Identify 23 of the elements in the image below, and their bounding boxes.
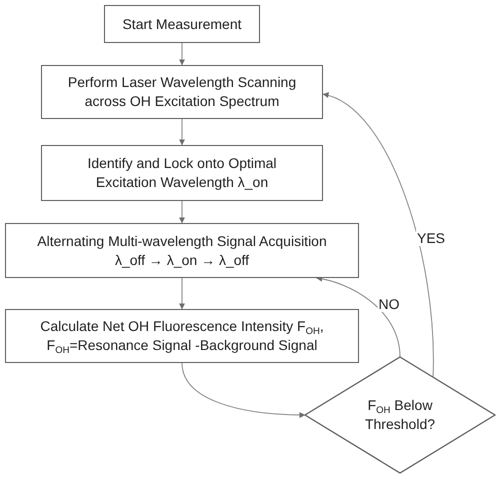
node-text: λ_off → λ_on → λ_off <box>114 250 250 270</box>
arrow <box>322 93 434 378</box>
arrow <box>179 42 185 66</box>
process-box <box>5 309 359 363</box>
node-text: Perform Laser Wavelength Scanning across OH Excitation Spectrum <box>66 73 298 111</box>
edge-label: NO <box>378 296 400 312</box>
node-text: F$_{OH}$=Resonance Signal -Background Signal <box>46 336 318 355</box>
decision-diamond <box>305 357 495 473</box>
process-box <box>41 65 323 119</box>
node-text: Alternating Multi-wavelength Signal Acquisition <box>37 232 327 250</box>
arrow <box>182 362 306 418</box>
edge-label: YES <box>416 230 446 246</box>
process-box <box>5 223 359 278</box>
process-box <box>41 145 323 201</box>
arrow <box>179 278 185 310</box>
node-text: Identify and Lock onto Optimal Excitation Wavelength λ_on <box>86 154 278 192</box>
node-text: Start Measurement <box>122 14 242 34</box>
node-text: F$_{OH}$ Below Threshold? <box>364 396 436 434</box>
process-box <box>104 5 260 43</box>
arrow <box>316 276 400 358</box>
arrow <box>179 118 185 146</box>
arrow <box>179 200 185 224</box>
node-text: Calculate Net OH Fluorescence Intensity F$_{OH}$, <box>40 317 324 336</box>
